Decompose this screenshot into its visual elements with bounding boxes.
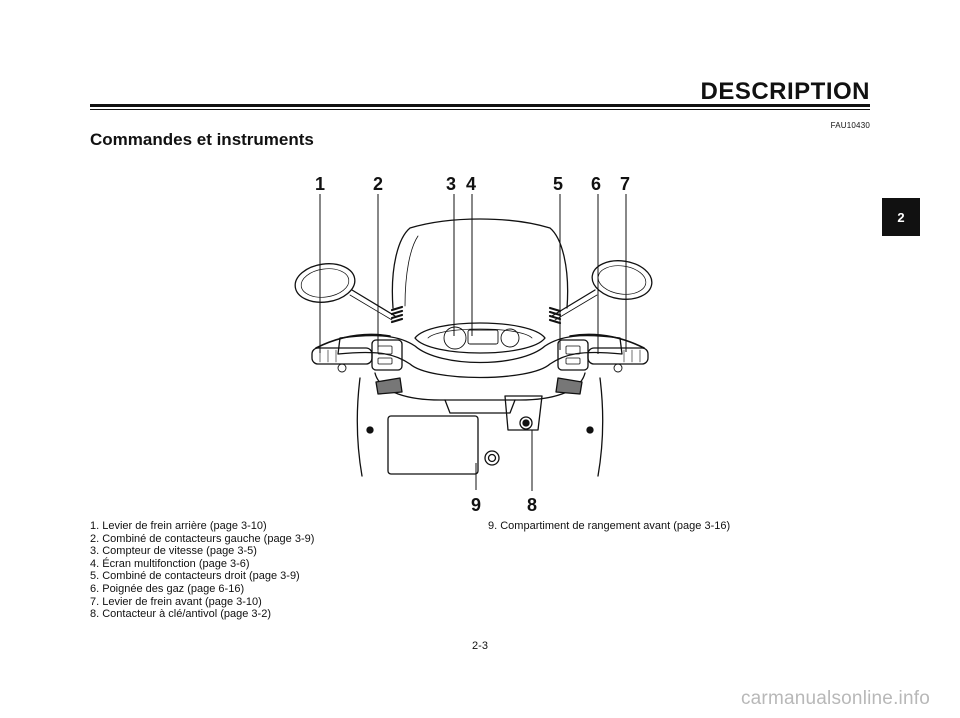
page-number: 2-3 [472,640,488,652]
speedometer [443,326,467,350]
callout-4: 4 [466,174,476,194]
left-switch-pod [371,339,403,371]
legend-item: 8. Contacteur à clé/antivol (page 3-2) [90,608,271,621]
callout-9: 9 [471,495,481,515]
callout-5: 5 [553,174,563,194]
header-rule-thin [90,109,870,110]
left-grip [311,347,373,365]
right-vent [555,377,583,395]
left-vent [375,377,403,395]
right-cable-coil [548,306,562,325]
right-mirror-stem [551,289,596,317]
front-apron [356,377,604,477]
header-title: DESCRIPTION [700,78,870,105]
callout-1: 1 [315,174,325,194]
right-mirror [591,260,653,300]
reference-code: FAU10430 [830,121,870,130]
legend-item: 7. Levier de frein avant (page 3-10) [90,595,262,608]
right-grip [587,347,649,365]
right-brake-lever [569,333,645,349]
callout-7: 7 [620,174,630,194]
multifunction-display [467,329,499,345]
instrument-cluster [414,322,546,354]
callout-2: 2 [373,174,383,194]
key-switch [519,416,533,430]
left-mirror [294,263,356,303]
chapter-tab[interactable]: 2 [882,198,920,236]
windscreen-inner-line [404,235,419,307]
right-mirror-glass [597,265,647,295]
callout-3: 3 [446,174,456,194]
windscreen [391,218,569,309]
front-storage-compartment [387,415,479,475]
left-cable-coil [390,305,404,324]
legend-item: 4. Écran multifonction (page 3-6) [90,557,250,570]
handlebar-cover [337,334,623,379]
legend-item: 2. Combiné de contacteurs gauche (page 3… [90,532,315,545]
key-switch-panel [504,395,543,431]
legend-column-1: 1. Levier de frein arrière (page 3-10) 2… [90,520,314,621]
section-title: Commandes et instruments [90,130,314,149]
storage-lock [484,450,500,466]
legend-item: 1. Levier de frein arrière (page 3-10) [90,520,267,532]
header-rule-thick [90,104,870,107]
scooter-handlebar-diagram: 1 2 3 4 5 6 7 8 9 [294,174,653,515]
left-mirror-glass [300,268,350,298]
legend-column-2: 9. Compartiment de rangement avant (page… [488,520,730,533]
left-mirror-stem [351,289,396,317]
callout-6: 6 [591,174,601,194]
legend-item: 3. Compteur de vitesse (page 3-5) [90,545,257,558]
right-switch-pod [557,339,589,371]
legend-item: 9. Compartiment de rangement avant (page… [488,520,731,532]
callout-8: 8 [527,495,537,515]
legend-item: 5. Combiné de contacteurs droit (page 3-… [90,570,300,583]
legend-item: 6. Poignée des gaz (page 6-16) [90,582,245,595]
watermark: carmanualsonline.info [740,688,930,709]
left-brake-lever [315,333,391,349]
